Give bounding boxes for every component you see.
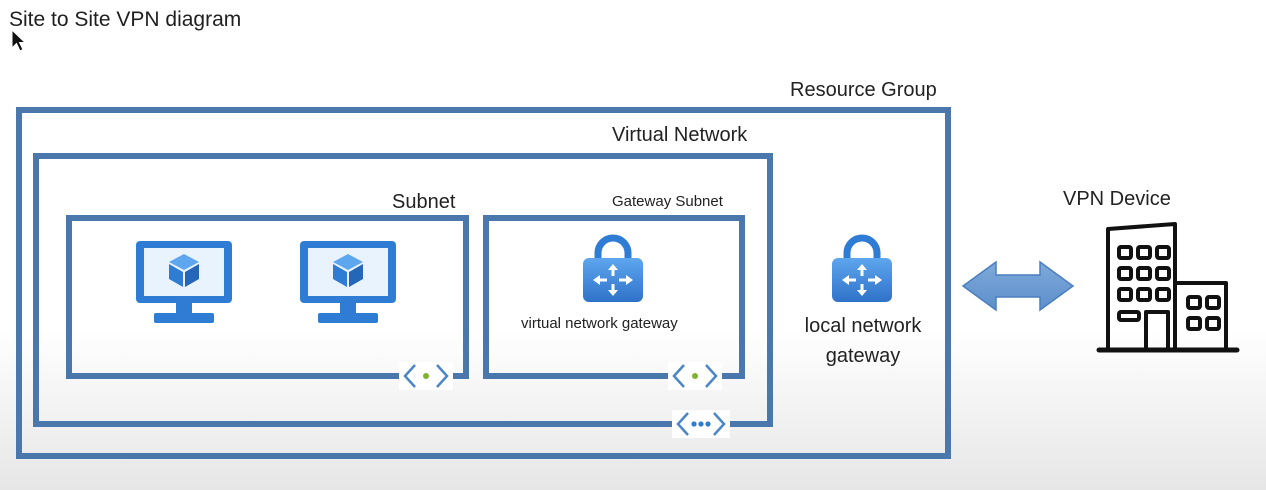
virtual-machine-icon [300, 241, 396, 323]
virtual-network-label: Virtual Network [612, 124, 748, 146]
resource-group-frame [16, 107, 951, 459]
bidirectional-arrow-icon [961, 260, 1075, 312]
subnet-label: Subnet [392, 191, 456, 213]
virtual-network-gateway-icon [583, 238, 643, 302]
virtual-network-gateway-label: virtual network gateway [521, 315, 678, 332]
gateway-subnet-connector-icon [666, 360, 724, 392]
resource-group-label: Resource Group [790, 79, 937, 101]
virtual-machine-icon [136, 241, 232, 323]
mouse-cursor-icon [11, 29, 27, 52]
vnet-connector-icon [672, 410, 730, 438]
building-icon [1096, 222, 1240, 353]
local-network-gateway-icon [832, 238, 892, 302]
virtual-network-frame [33, 153, 773, 427]
local-network-gateway-label: local network gateway [804, 315, 922, 367]
vpn-device-label: VPN Device [1063, 188, 1171, 210]
subnet-connector-icon [397, 360, 455, 392]
page-title: Site to Site VPN diagram [9, 8, 242, 31]
gateway-subnet-frame [483, 215, 745, 379]
gateway-subnet-label: Gateway Subnet [612, 193, 723, 210]
subnet-frame [66, 215, 469, 379]
